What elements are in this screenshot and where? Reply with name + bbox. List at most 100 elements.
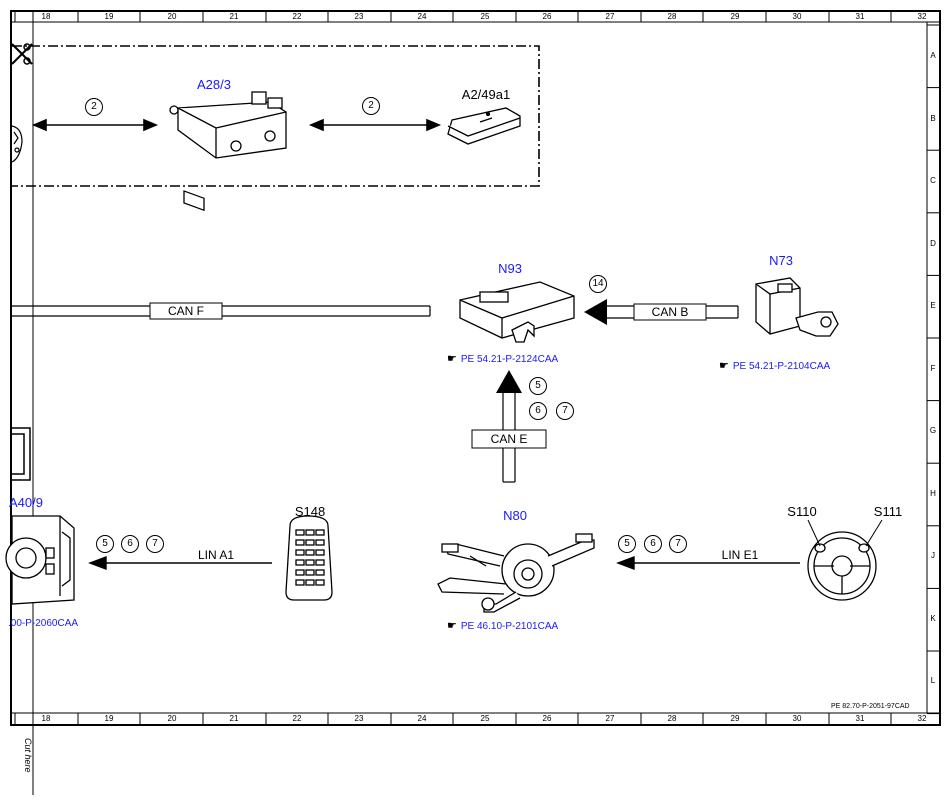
bus-label-can-f: CAN F	[168, 304, 204, 318]
sheet-frame	[10, 10, 941, 726]
component-label-n80[interactable]: N80	[503, 508, 527, 523]
col-label: 24	[417, 12, 427, 21]
reference-link-n73[interactable]: ☛PE 54.21-P-2104CAA	[719, 357, 830, 373]
col-label: 19	[104, 714, 114, 723]
optional-equipment-box	[12, 45, 540, 187]
callout-circle: 2	[362, 97, 380, 115]
reference-link-a40-9[interactable]: .00-P-2060CAA	[8, 614, 78, 630]
s148-switch-panel-drawing	[285, 515, 333, 601]
can-e-label-box	[471, 429, 547, 449]
row-label: J	[931, 551, 935, 560]
can-b-arrowhead	[584, 299, 607, 325]
callout-circle: 6	[529, 402, 547, 420]
bus-label-can-b: CAN B	[651, 305, 689, 319]
row-label: F	[930, 364, 936, 373]
partial-component-left	[11, 125, 23, 163]
s110-pointer-line	[807, 519, 821, 547]
col-label: 22	[292, 714, 302, 723]
callout-circle: 7	[669, 535, 687, 553]
row-label: L	[930, 676, 936, 685]
callout-circle: 6	[644, 535, 662, 553]
bus-label-can-e: CAN E	[490, 432, 528, 446]
col-label: 23	[354, 12, 364, 21]
col-label: 27	[605, 714, 615, 723]
a2-49a1-antenna-drawing	[447, 107, 521, 145]
col-label: 27	[605, 12, 615, 21]
can-f-label-box	[149, 302, 223, 320]
lin-a1-bus-arrow	[88, 555, 272, 571]
callout-circle: 7	[146, 535, 164, 553]
steering-wheel-drawing	[807, 531, 877, 601]
col-label: 19	[104, 12, 114, 21]
n93-gateway-drawing	[459, 281, 575, 343]
col-label: 32	[917, 714, 927, 723]
col-label: 18	[41, 12, 51, 21]
row-label: K	[930, 614, 936, 623]
n80-steering-column-module-drawing	[437, 533, 595, 613]
col-label: 25	[480, 12, 490, 21]
row-label: H	[930, 489, 936, 498]
col-label: 18	[41, 714, 51, 723]
col-label: 28	[667, 12, 677, 21]
can-e-arrowhead	[496, 370, 522, 393]
component-label-n73[interactable]: N73	[769, 253, 793, 268]
component-label-s110: S110	[787, 504, 817, 519]
bus-label-lin-e1: LIN E1	[721, 548, 759, 562]
callout-circle: 6	[121, 535, 139, 553]
callout-circle: 14	[589, 275, 607, 293]
col-label: 30	[792, 12, 802, 21]
pointing-hand-icon: ☛	[447, 353, 457, 365]
reference-link-n80[interactable]: ☛PE 46.10-P-2101CAA	[447, 617, 558, 633]
a28-3-module-drawing	[169, 91, 287, 212]
row-label: E	[930, 301, 936, 310]
col-label: 29	[730, 12, 740, 21]
reference-text: .00-P-2060CAA	[8, 618, 79, 629]
callout-circle: 2	[85, 98, 103, 116]
row-label: D	[930, 239, 936, 248]
row-label: B	[930, 114, 936, 123]
lin-e1-bus-arrow	[616, 555, 800, 571]
a40-9-display-drawing	[5, 515, 75, 605]
component-label-s111: S111	[873, 504, 903, 519]
col-label: 31	[855, 714, 865, 723]
can-b-label-box	[633, 303, 707, 321]
component-label-n93[interactable]: N93	[498, 261, 522, 276]
col-label: 26	[542, 714, 552, 723]
col-label: 32	[917, 12, 927, 21]
reference-link-n93[interactable]: ☛PE 54.21-P-2124CAA	[447, 350, 558, 366]
col-label: 28	[667, 714, 677, 723]
col-label: 21	[229, 714, 239, 723]
col-label: 30	[792, 714, 802, 723]
pointing-hand-icon: ☛	[447, 620, 457, 632]
callout-circle: 5	[529, 377, 547, 395]
col-label: 29	[730, 714, 740, 723]
ruler-ticks	[14, 11, 940, 725]
scissors-icon	[11, 43, 33, 65]
component-label-a40-9[interactable]: A40/9	[9, 495, 43, 510]
double-arrow-left	[31, 118, 159, 132]
reference-text: PE 46.10-P-2101CAA	[460, 621, 559, 632]
document-id: PE 82.70-P-2051-97CAD	[831, 703, 910, 710]
row-label: A	[930, 51, 936, 60]
s111-pointer-line	[865, 519, 883, 547]
col-label: 23	[354, 714, 364, 723]
callout-circle: 7	[556, 402, 574, 420]
component-label-a28-3[interactable]: A28/3	[197, 77, 231, 92]
row-label: G	[929, 426, 937, 435]
col-label: 25	[480, 714, 490, 723]
double-arrow-right	[308, 118, 442, 132]
bus-label-lin-a1: LIN A1	[197, 548, 235, 562]
col-label: 24	[417, 714, 427, 723]
reference-text: PE 54.21-P-2104CAA	[732, 361, 831, 372]
col-label: 20	[167, 714, 177, 723]
row-label: C	[930, 176, 936, 185]
col-label: 22	[292, 12, 302, 21]
n73-ignition-switch-drawing	[755, 277, 839, 337]
component-label-s148: S148	[294, 504, 326, 519]
reference-text: PE 54.21-P-2124CAA	[460, 354, 559, 365]
col-label: 21	[229, 12, 239, 21]
col-label: 31	[855, 12, 865, 21]
partial-bracket-left	[12, 427, 31, 481]
